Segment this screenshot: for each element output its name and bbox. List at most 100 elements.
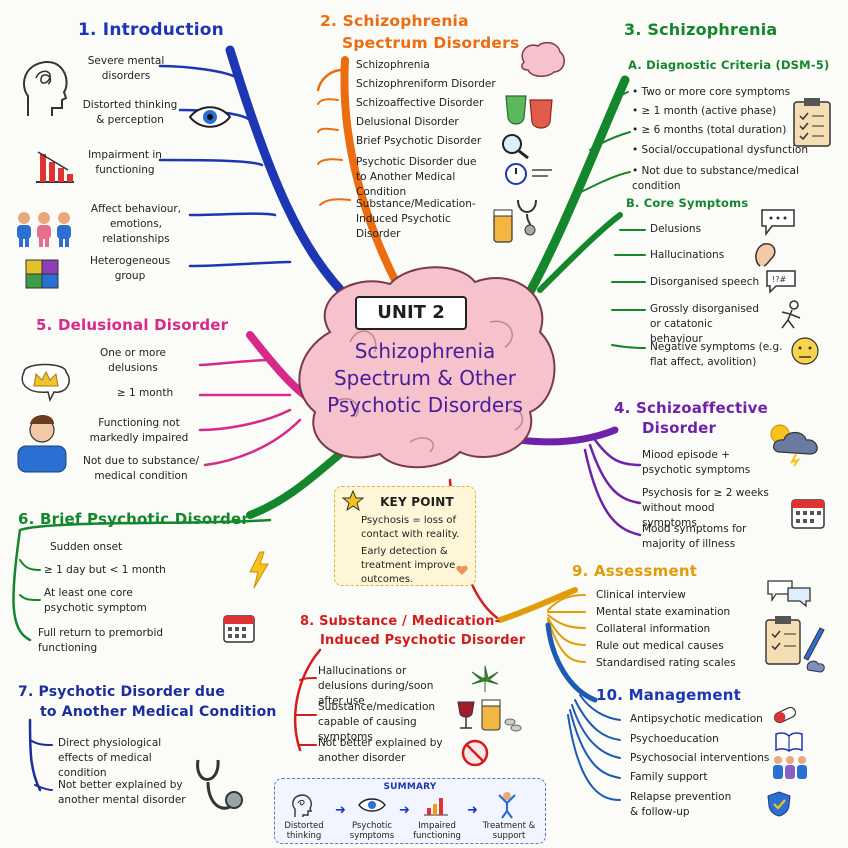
summary-arrow-2: ➜ — [399, 803, 410, 818]
summary-eye-icon — [358, 798, 386, 812]
substance-item-3: Not better explained by another disorder — [318, 737, 443, 764]
summary-step-1: Distorted thinking — [284, 821, 324, 841]
ear-icon — [755, 243, 776, 267]
clipboard-checklist-icon — [793, 98, 831, 147]
stethoscope-icon — [196, 759, 243, 810]
key-point-box: KEY POINT Psychosis = loss of contact wi… — [334, 486, 476, 586]
intro-item-3: Impairment in functioning — [88, 149, 162, 176]
chat-bubbles-icon — [767, 580, 811, 608]
schizophrenia-title: 3. Schizophrenia — [624, 20, 778, 39]
schizoaffective-title-line-2: Disorder — [642, 419, 717, 437]
neutral-face-icon — [791, 337, 819, 365]
book-icon — [775, 732, 803, 752]
puzzle-icon — [25, 259, 59, 289]
medical-item-2: Not better explained by another mental d… — [58, 779, 186, 806]
core-item-1: Delusions — [650, 223, 702, 235]
people-group-icon — [17, 212, 71, 247]
summary-title: SUMMARY — [383, 782, 437, 792]
summary-celebrating-person-icon — [498, 792, 516, 819]
intro-item-2: Distorted thinking & perception — [82, 99, 178, 126]
criteria-item-3-text: ≥ 6 months (total duration) — [641, 124, 787, 136]
spectrum-item-1: Schizophrenia — [356, 59, 430, 71]
svg-text:!?#: !?# — [772, 275, 786, 284]
speech-bubble-icon — [761, 209, 795, 236]
summary-step-4: Treatment & support — [482, 821, 536, 841]
intro-item-4: Affect behaviour, emotions, relationship… — [90, 203, 182, 245]
management-item-1: Antipsychotic medication — [630, 713, 763, 725]
medical-title-line-1: 7. Psychotic Disorder due — [18, 684, 226, 700]
core-item-4: Grossly disorganised or catatonic behavi… — [650, 303, 759, 345]
central-title: Schizophrenia Spectrum & Other Psychotic… — [318, 338, 532, 419]
management-title: 10. Management — [596, 686, 742, 704]
substance-title-line-2: Induced Psychotic Disorder — [320, 633, 526, 648]
drama-masks-icon — [505, 95, 553, 129]
lightning-icon — [249, 551, 269, 589]
central-title-line-2: Spectrum & Other — [333, 366, 516, 390]
central-title-line-1: Schizophrenia — [354, 339, 496, 363]
assessment-item-1: Clinical interview — [596, 589, 686, 601]
key-point-title: KEY POINT — [380, 495, 454, 509]
shield-check-icon — [767, 791, 791, 817]
medical-item-1: Direct physiological effects of medical … — [58, 737, 162, 779]
key-point-line-1: Psychosis = loss of contact with reality… — [361, 515, 460, 540]
head-thought-icon — [23, 60, 68, 116]
intro-item-1: Severe mental disorders — [87, 55, 165, 82]
core-item-3: Disorganised speech — [650, 276, 760, 288]
unit-label: UNIT 2 — [377, 302, 445, 323]
magnifier-icon — [502, 134, 529, 160]
thinking-person-crown-icon — [17, 363, 70, 473]
criteria-item-5: • Not due to substance/medical condition — [632, 165, 799, 192]
assessment-title: 9. Assessment — [572, 562, 698, 580]
stick-figure-icon — [781, 300, 801, 329]
management-item-4: Family support — [630, 771, 708, 783]
delusional-title: 5. Delusional Disorder — [36, 316, 229, 334]
key-point-line-2: Early detection & treatment improve outc… — [361, 546, 456, 585]
substance-title: 8. Substance / Medication- Induced Psych… — [300, 612, 525, 650]
criteria-item-1: • Two or more core symptoms — [632, 86, 791, 98]
spectrum-title-line-1: 2. Schizophrenia — [320, 12, 469, 30]
no-symbol-icon — [461, 739, 489, 767]
intro-item-5: Heterogeneous group — [90, 255, 171, 282]
assessment-item-5: Standardised rating scales — [596, 657, 736, 669]
delusional-item-2: ≥ 1 month — [116, 387, 174, 399]
medical-title: 7. Psychotic Disorder due to Another Med… — [18, 682, 277, 722]
summary-head-icon — [292, 794, 312, 817]
criteria-item-5-text: Not due to substance/medical condition — [632, 165, 799, 192]
stopwatch-icon — [505, 163, 552, 185]
spectrum-item-5: Brief Psychotic Disorder — [356, 135, 482, 147]
schizoaffective-item-1: Miood episode + psychotic symptoms — [642, 449, 751, 476]
brief-item-2: ≥ 1 day but < 1 month — [44, 564, 166, 576]
heart-icon — [456, 565, 468, 575]
calendar-icon-2 — [223, 615, 255, 643]
spectrum-item-2: Schizophreniform Disorder — [356, 78, 496, 90]
spectrum-item-6: Psychotic Disorder due to Another Medica… — [356, 156, 477, 198]
schizoaffective-title-line-1: 4. Schizoaffective — [614, 399, 769, 417]
wine-pills-icon — [457, 699, 522, 732]
criteria-item-2-text: ≥ 1 month (active phase) — [641, 105, 777, 117]
management-item-2: Psychoeducation — [630, 733, 719, 745]
medical-title-line-2: to Another Medical Condition — [40, 704, 277, 720]
management-item-5: Relapse prevention & follow-up — [630, 791, 732, 818]
brief-item-4: Full return to premorbid functioning — [38, 627, 164, 654]
schizoaffective-item-3: Mood symptoms for majority of illness — [642, 523, 747, 550]
substance-title-line-1: 8. Substance / Medication- — [300, 614, 501, 629]
criteria-title: A. Diagnostic Criteria (DSM-5) — [628, 58, 830, 72]
spectrum-title: 2. Schizophrenia Spectrum Disorders — [320, 10, 519, 54]
criteria-item-3: • ≥ 6 months (total duration) — [632, 124, 787, 136]
summary-arrow-3: ➜ — [467, 803, 478, 818]
clipboard-pen-icon — [765, 616, 825, 673]
declining-chart-icon — [36, 151, 74, 183]
spectrum-title-line-2: Spectrum Disorders — [342, 34, 520, 52]
substance-item-2: Substance/medication capable of causing … — [318, 701, 436, 743]
core-title: B. Core Symptoms — [626, 196, 749, 210]
summary-step-3: Impaired functioning — [413, 821, 461, 841]
calendar-icon — [791, 499, 825, 529]
storm-cloud-icon — [770, 424, 818, 466]
delusional-item-1: One or more delusions — [100, 347, 166, 374]
brief-title: 6. Brief Psychotic Disorder — [18, 510, 249, 528]
eye-icon — [188, 106, 232, 128]
spectrum-item-3: Schizoaffective Disorder — [356, 97, 484, 109]
medication-stethoscope-icon — [493, 199, 537, 243]
assessment-item-3: Collateral information — [596, 623, 711, 635]
delusional-item-3: Functioning not markedly impaired — [89, 417, 189, 444]
